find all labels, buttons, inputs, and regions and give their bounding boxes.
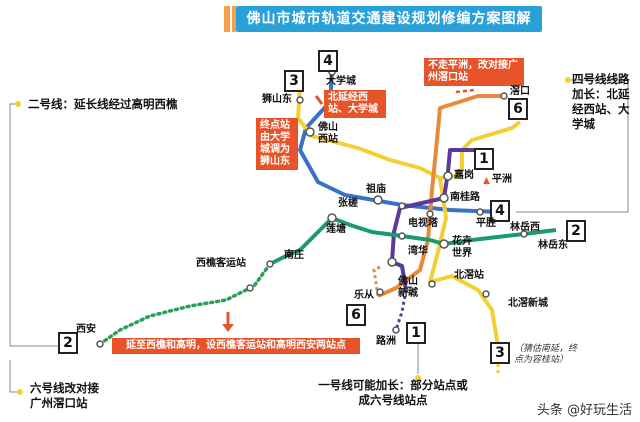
station-dot <box>439 239 449 249</box>
line4-note: 四号线线路加长：北延经西站、大学城 <box>572 72 630 131</box>
station-dot <box>398 202 406 210</box>
page-title: 佛山市城市轨道交通建设规划修编方案图解 <box>246 11 532 27</box>
line-6-badge: 6 <box>508 98 528 120</box>
line-1-badge: 1 <box>474 148 494 170</box>
station-dot <box>500 92 508 100</box>
station-nanzhuang: 南庄 <box>284 250 304 261</box>
line-2-extension <box>98 262 272 346</box>
line6-note: 六号线改对接广州滘口站 <box>30 381 99 410</box>
station-daxuecheng: 大学城 <box>326 76 356 87</box>
bottom-callout-arrow-head <box>222 324 234 332</box>
line6-note-leader <box>9 360 20 393</box>
station-dot <box>305 127 315 137</box>
handwritten-note: （猜估南延，终点为容桂站） <box>514 344 578 365</box>
station-dot <box>482 290 490 298</box>
line-2-west <box>269 228 322 266</box>
note-end-dot <box>415 375 421 381</box>
station-dot <box>443 171 453 181</box>
line-6-callout-arrow <box>455 88 475 94</box>
line-4-route <box>298 71 501 214</box>
station-dot <box>476 208 484 216</box>
callout-line6: 不走平洲，改对接广州滘口站 <box>424 58 524 86</box>
station-dot <box>426 210 434 218</box>
note-end-dot <box>17 389 23 395</box>
station-pingsheng: 平胜 <box>476 218 496 229</box>
title-accent <box>224 6 230 32</box>
pingzhou-star-icon: ▲ <box>483 176 490 186</box>
station-jiaogang: 嘉岗 <box>454 170 474 181</box>
station-zudian: 祖庙 <box>366 184 386 195</box>
station-dot <box>406 286 414 294</box>
station-xiqiao-keyun: 西樵客运站 <box>196 258 246 269</box>
station-foshan-xincheng: 佛山新城 <box>398 276 418 299</box>
line-3-south <box>428 177 500 347</box>
station-linyuedong: 林岳东 <box>538 240 568 251</box>
station-dot <box>392 326 400 334</box>
line-3-badge: 3 <box>490 342 510 364</box>
station-pingzhou: 平洲 <box>492 174 512 185</box>
station-dot <box>246 284 254 292</box>
station-shishandong: 狮山东 <box>262 94 292 105</box>
watermark: 头条 @好玩生活 <box>537 399 632 418</box>
note-end-dot <box>565 77 571 83</box>
station-beijiao-xincheng: 北滘新城 <box>508 298 548 309</box>
line1-note: 一号线可能加长：部分站点或成六号线站点 <box>318 378 468 407</box>
station-dianshita: 电视塔 <box>408 218 438 229</box>
title-accent <box>232 6 236 32</box>
line-3-badge: 3 <box>284 70 304 92</box>
line2-note-leader <box>9 103 58 347</box>
line-2-route <box>318 216 557 246</box>
station-luzhou: 路洲 <box>376 336 396 347</box>
station-dot <box>296 96 304 104</box>
line4-note-leader <box>516 79 629 213</box>
line-1-badge: 1 <box>406 322 426 344</box>
station-liantang: 莲塘 <box>326 224 346 235</box>
station-zhangcha: 张槎 <box>338 198 358 209</box>
callout-line2: 延至西樵和高明，设西樵客运站和高明西安两站点 <box>112 338 360 354</box>
station-beijiao-zhan: 北滘站 <box>454 270 484 281</box>
callout-line4: 北延经西站、大学城 <box>324 90 386 118</box>
watermark-text: 头条 @好玩生活 <box>536 403 632 418</box>
line-2-badge: 2 <box>566 220 586 242</box>
station-foshan-xizhan: 佛山西站 <box>318 122 338 145</box>
title-bar: 佛山市城市轨道交通建设规划修编方案图解 <box>224 6 542 32</box>
station-dot <box>398 232 406 240</box>
line-6-badge: 6 <box>346 304 366 326</box>
station-jiaokou: 滘口 <box>510 86 530 97</box>
line-4-badge: 4 <box>318 50 338 72</box>
line2-note: 二号线：延长线经过高明西樵 <box>28 97 178 111</box>
station-dot <box>387 257 397 267</box>
note-end-dot <box>15 101 21 107</box>
station-huaqi-shijie: 花卉世界 <box>452 236 472 259</box>
station-nanguilu: 南桂路 <box>450 192 480 203</box>
station-dot <box>96 340 104 348</box>
line-6-extension <box>372 264 383 297</box>
line-2-badge: 2 <box>58 332 78 354</box>
station-lecong: 乐从 <box>354 290 374 301</box>
station-dot <box>520 230 528 238</box>
station-dot <box>428 280 436 288</box>
station-linyuexi: 林岳西 <box>510 222 540 233</box>
station-dot <box>373 195 383 205</box>
station-wanhua: 湾华 <box>408 246 428 257</box>
station-dot <box>266 260 274 268</box>
line-1-extension <box>394 289 408 331</box>
station-xian: 西安 <box>76 324 96 335</box>
station-dot <box>376 288 384 296</box>
callout-line3: 终点站由大学城调为狮山东 <box>256 118 298 170</box>
station-markers <box>96 68 528 348</box>
line-4-badge: 4 <box>490 200 510 222</box>
station-dot <box>327 213 337 223</box>
station-dot <box>439 193 449 203</box>
note-end-dots <box>15 77 571 395</box>
mid-callout-arrow <box>314 95 324 105</box>
